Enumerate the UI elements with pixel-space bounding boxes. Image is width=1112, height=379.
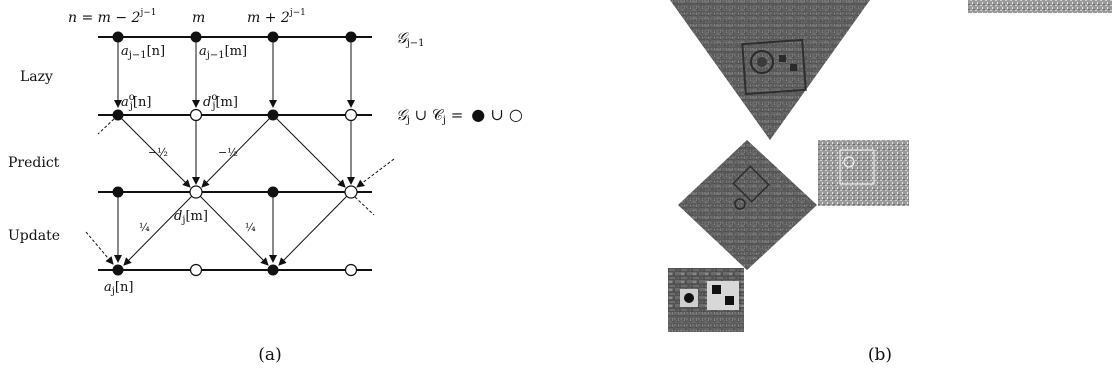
label-a-prev-n: aj−1[n]: [121, 44, 165, 61]
node-top-4: [346, 32, 357, 43]
weight-update-right: ¼: [245, 221, 256, 234]
subband-medium-detail: [818, 140, 909, 206]
subband-medium-rotated: [678, 140, 817, 270]
caption-b: (b): [868, 345, 892, 365]
node-update-even-2: [268, 265, 279, 276]
stage-label-predict: Predict: [8, 155, 60, 171]
label-d-m: dj[m]: [174, 209, 208, 226]
node-top-2: [191, 32, 202, 43]
subband-strip-top-right: [968, 0, 1112, 13]
dash-update-right: [355, 197, 374, 215]
label-a-n: aj[n]: [104, 280, 133, 297]
caption-a: (a): [258, 345, 281, 365]
wavelet-subbands-figure: (b): [560, 0, 1112, 379]
node-top-3: [268, 32, 279, 43]
node-update-odd-1: [191, 265, 202, 276]
arrow-update-incoming: [86, 232, 113, 264]
weight-predict-right: −½: [218, 146, 238, 159]
node-predict-odd-1: [190, 186, 202, 198]
label-a-prev-m: aj−1[m]: [199, 44, 247, 61]
dash-predict-left: [98, 119, 114, 134]
node-predict-even-1: [113, 187, 124, 198]
node-lazy-odd-2: [346, 110, 357, 121]
node-top-1: [113, 32, 124, 43]
weight-predict-left: −½: [148, 146, 168, 159]
arrow-predict-d3: [276, 118, 345, 187]
arrow-update-d1: [124, 196, 192, 265]
arrow-predict-incoming: [357, 159, 394, 187]
node-lazy-even-2: [268, 110, 279, 121]
node-lazy-even-1: [113, 110, 124, 121]
top-label-right: m + 2j−1: [247, 8, 306, 26]
node-update-even-1: [113, 265, 124, 276]
row-label-g-prev: 𝒢j−1: [396, 29, 425, 49]
node-update-odd-2: [346, 265, 357, 276]
arrow-update-d2: [200, 196, 268, 265]
node-predict-odd-2: [345, 186, 357, 198]
lifting-scheme-diagram: n = m − 2j−1 m m + 2j−1 aj−1[n] aj−1: [0, 0, 560, 379]
subband-large-rotated: [670, 0, 870, 140]
node-predict-even-2: [268, 187, 279, 198]
stage-label-update: Update: [8, 228, 60, 244]
arrow-update-d3: [279, 196, 347, 265]
top-label-left: n = m − 2j−1: [68, 8, 157, 26]
row-label-union: 𝒢j ∪ 𝒞j =● ∪ ○: [396, 105, 523, 126]
weight-update-left: ¼: [139, 221, 150, 234]
stage-label-lazy: Lazy: [20, 69, 53, 85]
node-lazy-odd-1: [191, 110, 202, 121]
subband-approximation: [668, 268, 744, 332]
top-label-mid: m: [192, 10, 205, 26]
